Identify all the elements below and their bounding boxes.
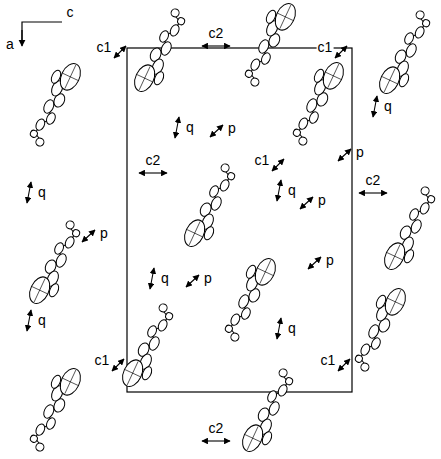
- molecule: [181, 160, 243, 253]
- contact-arrow: [277, 318, 281, 339]
- contact-arrow: [308, 257, 321, 269]
- contact-label: q: [185, 119, 195, 135]
- contact-arrow: [139, 172, 167, 173]
- contact-arrow: [272, 159, 284, 171]
- contact-label: q: [160, 270, 170, 286]
- contact-label: p: [317, 192, 327, 208]
- contact-arrow: [150, 268, 154, 289]
- contact-arrow: [210, 125, 223, 137]
- molecule: [119, 300, 181, 393]
- molecule: [376, 7, 438, 100]
- contact-label: q: [37, 312, 47, 328]
- contact-label: c2: [145, 152, 162, 168]
- contact-arrow: [114, 46, 126, 58]
- contact-label: p: [227, 120, 237, 136]
- contact-arrow: [202, 440, 230, 441]
- contact-arrow: [373, 96, 377, 117]
- axis-label: c: [66, 4, 75, 20]
- contact-label: q: [383, 98, 393, 114]
- contact-label: q: [287, 320, 297, 336]
- contact-arrow: [359, 192, 387, 193]
- molecule: [218, 252, 280, 345]
- contact-label: q: [37, 184, 47, 200]
- molecule: [26, 217, 88, 310]
- contact-arrow: [112, 359, 124, 371]
- molecule: [239, 365, 301, 458]
- contact-label: c1: [317, 39, 334, 55]
- contact-label: c2: [365, 172, 382, 188]
- contact-label: c2: [208, 25, 225, 41]
- contact-arrow: [175, 117, 179, 138]
- contact-arrows: [27, 46, 387, 441]
- contact-arrow: [27, 310, 31, 331]
- molecule: [131, 5, 193, 98]
- contact-arrow: [202, 45, 230, 46]
- contact-label: p: [203, 270, 213, 286]
- axis-lines: [22, 22, 62, 42]
- contact-label: c1: [96, 39, 113, 55]
- contact-label: p: [355, 144, 365, 160]
- contact-arrow: [277, 180, 281, 201]
- contact-arrow: [82, 230, 95, 242]
- contact-arrow: [335, 46, 347, 58]
- contact-label: q: [287, 182, 297, 198]
- molecule: [23, 362, 85, 455]
- axis-arrow: [21, 30, 22, 46]
- molecule: [348, 282, 410, 375]
- contact-label: p: [325, 252, 335, 268]
- contact-label: c1: [320, 352, 337, 368]
- molecule: [23, 57, 85, 150]
- contact-label: c1: [254, 152, 271, 168]
- unit-cell: [127, 48, 352, 392]
- contact-arrow: [300, 197, 313, 209]
- contact-label: c1: [94, 352, 111, 368]
- contact-arrow: [338, 359, 350, 371]
- axis-label: a: [5, 36, 15, 52]
- molecule: [238, 0, 300, 90]
- molecule: [286, 56, 348, 149]
- contact-arrow: [27, 182, 31, 203]
- molecule: [381, 183, 441, 276]
- contact-label: p: [99, 225, 109, 241]
- contact-arrow: [338, 149, 351, 161]
- contact-label: c2: [208, 420, 225, 436]
- contact-arrow: [186, 275, 199, 287]
